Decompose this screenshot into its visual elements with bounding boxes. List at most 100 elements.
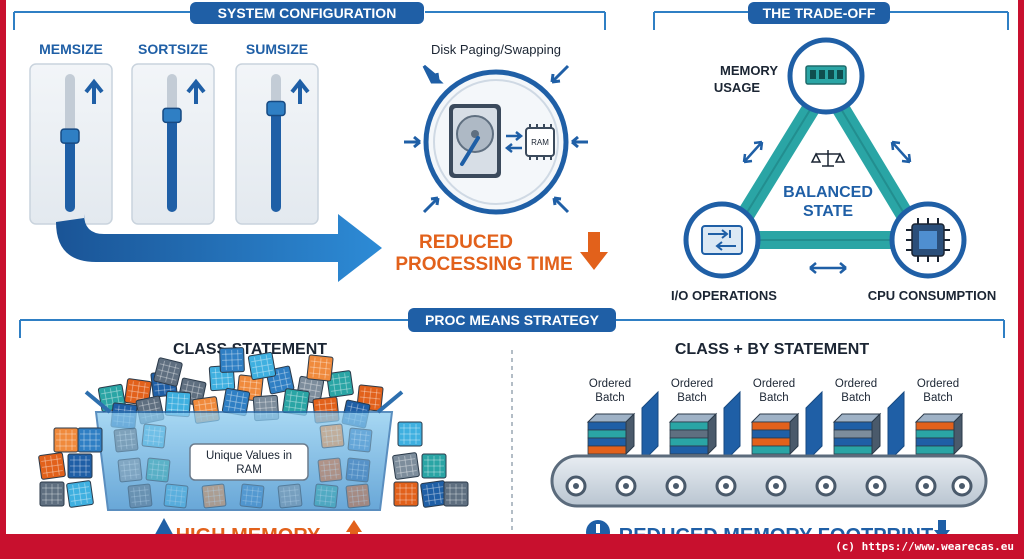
center-line1: BALANCED [783, 184, 873, 201]
balance-scale-icon [810, 150, 846, 167]
bin-inner-block [239, 483, 265, 509]
data-block [127, 483, 153, 509]
bin-inner-block [141, 423, 167, 449]
data-block [38, 452, 66, 480]
tradeoff-header-pill [748, 2, 890, 24]
batch-label-line2: Batch [677, 392, 706, 404]
bin-inner-block [347, 427, 373, 453]
data-block [153, 357, 183, 387]
data-block [67, 453, 93, 479]
data-block [306, 354, 334, 382]
data-block [239, 483, 265, 509]
roller-hub [773, 483, 779, 489]
data-block [313, 483, 339, 509]
batch-label-line2: Batch [841, 392, 870, 404]
data-block [317, 457, 343, 483]
data-block [141, 423, 167, 449]
class-by-title: CLASS + BY STATEMENT [675, 341, 869, 358]
flow-arrow [56, 214, 382, 282]
batch-stack [832, 412, 882, 456]
roller-hub [959, 483, 965, 489]
up-arrow-icon [186, 78, 206, 104]
batch-divider-panel [805, 390, 823, 464]
slider-label: SUMSIZE [246, 41, 308, 57]
io-icon [701, 225, 743, 255]
slider-thumb[interactable] [60, 128, 80, 144]
result-line2: PROCESSING TIME [395, 254, 572, 275]
conveyor-rollers [565, 475, 973, 497]
result-line1: REDUCED [419, 232, 513, 253]
roller-hub [723, 483, 729, 489]
proc-means-section: PROC MEANS STRATEGY CLASS STATEMENT CLAS… [19, 308, 1005, 534]
system-config-header-pill [190, 2, 424, 24]
bin-flaps [84, 390, 404, 414]
proc-header: PROC MEANS STRATEGY [425, 312, 600, 328]
bin-inner-block [163, 483, 189, 509]
batch-label-line2: Batch [759, 392, 788, 404]
data-block [77, 427, 103, 453]
tradeoff-section: THE TRADE-OFF MEMORY USAGE [653, 2, 1009, 303]
system-config-header: SYSTEM CONFIGURATION [218, 5, 397, 21]
data-block [420, 480, 448, 508]
batch-stack [750, 412, 800, 456]
data-block [39, 481, 65, 507]
paging-circle-inner [433, 79, 559, 205]
data-block [345, 483, 371, 509]
data-block [347, 427, 373, 453]
slider-thumb[interactable] [162, 107, 182, 124]
slider-label: MEMSIZE [39, 41, 103, 57]
batch-divider-panel [723, 390, 741, 464]
up-arrow-icon [84, 78, 104, 104]
cpu-icon [906, 218, 950, 262]
ram-chip-icon [525, 124, 555, 160]
slider-thumb[interactable] [266, 100, 286, 117]
data-block [345, 457, 371, 483]
roller-hub [673, 483, 679, 489]
batch-stack [668, 412, 718, 456]
slider-fill [271, 108, 281, 212]
down-arrow-icon [580, 232, 608, 270]
cpu-label: CPU CONSUMPTION [868, 288, 997, 303]
bin-label-line2: RAM [236, 464, 262, 476]
batch-stack [586, 412, 636, 456]
batch-label-line1: Ordered [917, 378, 959, 390]
memory-label-line1: MEMORY [720, 63, 778, 78]
small-down-arrow-icon [934, 520, 950, 534]
infographic-canvas: SYSTEM CONFIGURATION MEMSIZE SORTSIZE SUMS… [13, 2, 1009, 534]
batch-label-line1: Ordered [835, 378, 877, 390]
slider-label: SORTSIZE [138, 41, 208, 57]
swap-right-arrow [506, 131, 524, 141]
batch-label-line2: Batch [923, 392, 952, 404]
data-block [277, 483, 303, 509]
bin-inner-block [317, 457, 343, 483]
bin-inner-block [345, 483, 371, 509]
data-block [282, 388, 310, 416]
proc-header-pill [408, 308, 616, 332]
data-block [219, 347, 245, 373]
roller-hub [823, 483, 829, 489]
data-block [145, 457, 171, 483]
bin-label-line1: Unique Values in [206, 450, 292, 462]
data-block [326, 370, 354, 398]
paging-label: Disk Paging/Swapping [431, 42, 561, 57]
data-block [201, 483, 227, 509]
bin-inner-block [113, 427, 139, 453]
batch-label-line1: Ordered [589, 378, 631, 390]
roller-hub [573, 483, 579, 489]
batch-label-line1: Ordered [753, 378, 795, 390]
data-block [392, 452, 420, 480]
footer-credit[interactable]: (c) https://www.wearecas.eu [835, 540, 1014, 553]
info-icon [586, 520, 610, 534]
roller-hub [623, 483, 629, 489]
data-block [113, 427, 139, 453]
data-block [421, 453, 447, 479]
bin-inner-blocks [113, 423, 373, 509]
class-by-result: REDUCED MEMORY FOOTPRINT [619, 525, 933, 534]
batch-divider-panel [887, 390, 905, 464]
up-arrow-icon [290, 78, 310, 104]
data-block [443, 481, 469, 507]
data-block [163, 483, 189, 509]
batch-label-line2: Batch [595, 392, 624, 404]
roller-hub [923, 483, 929, 489]
